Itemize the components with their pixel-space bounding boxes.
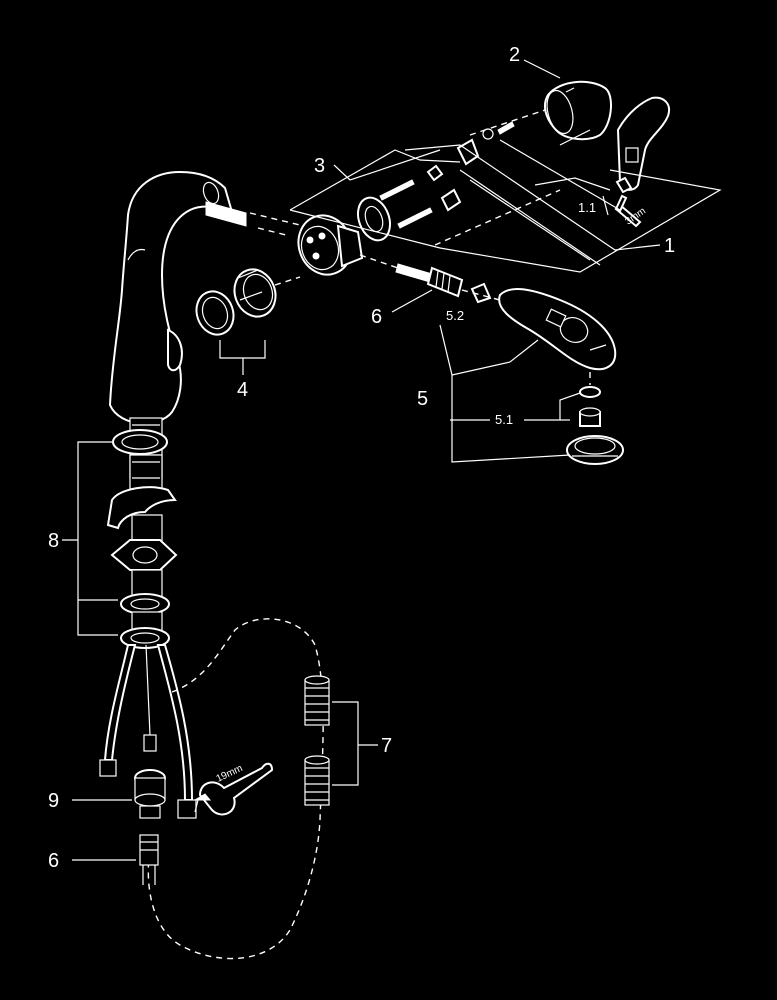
callout-5-1: 5.1 [495,412,513,427]
handle-small-parts [456,121,515,166]
hose-path-upper [249,212,301,226]
quick-connect-adapter [134,769,166,819]
axis-cartridge [257,227,291,237]
ring-and-nut [195,268,277,336]
callout-2: 2 [509,44,520,66]
callout-5-2: 5.2 [446,308,464,323]
leader-part-2 [523,59,561,79]
callout-6-lower: 6 [48,850,59,872]
hose-connector-lower [139,834,159,885]
spray-head [498,288,617,371]
screws-part-3 [379,164,462,229]
supply-hoses [99,644,197,819]
leader-part-6-upper [391,289,433,313]
mounting-stack [106,429,178,649]
callout-8: 8 [48,530,59,552]
leader-lines-part-5 [439,324,581,463]
hose-connector-upper [359,254,492,304]
leader-lines-part-1 [289,129,722,273]
leader-part-8 [62,441,118,636]
leader-part-4 [219,340,266,375]
callout-5: 5 [417,388,428,410]
axis-nut [274,276,301,286]
aerator-parts [566,386,624,465]
cartridge [297,196,391,276]
callout-4: 4 [237,379,248,401]
handle-sleeve [543,80,612,141]
hose-loop [147,618,324,960]
callout-9: 9 [48,790,59,812]
callout-6-upper: 6 [371,306,382,328]
callout-7: 7 [381,735,392,757]
leader-part-3 [333,149,441,181]
hex-key [614,194,642,228]
lever-handle [615,96,670,194]
wrench [193,762,274,816]
callout-1: 1 [664,235,675,257]
callout-3: 3 [314,155,325,177]
axis-handle [469,109,546,136]
callout-1-1: 1.1 [578,200,596,215]
hose-weights [304,675,330,806]
leader-part-7 [332,701,378,786]
